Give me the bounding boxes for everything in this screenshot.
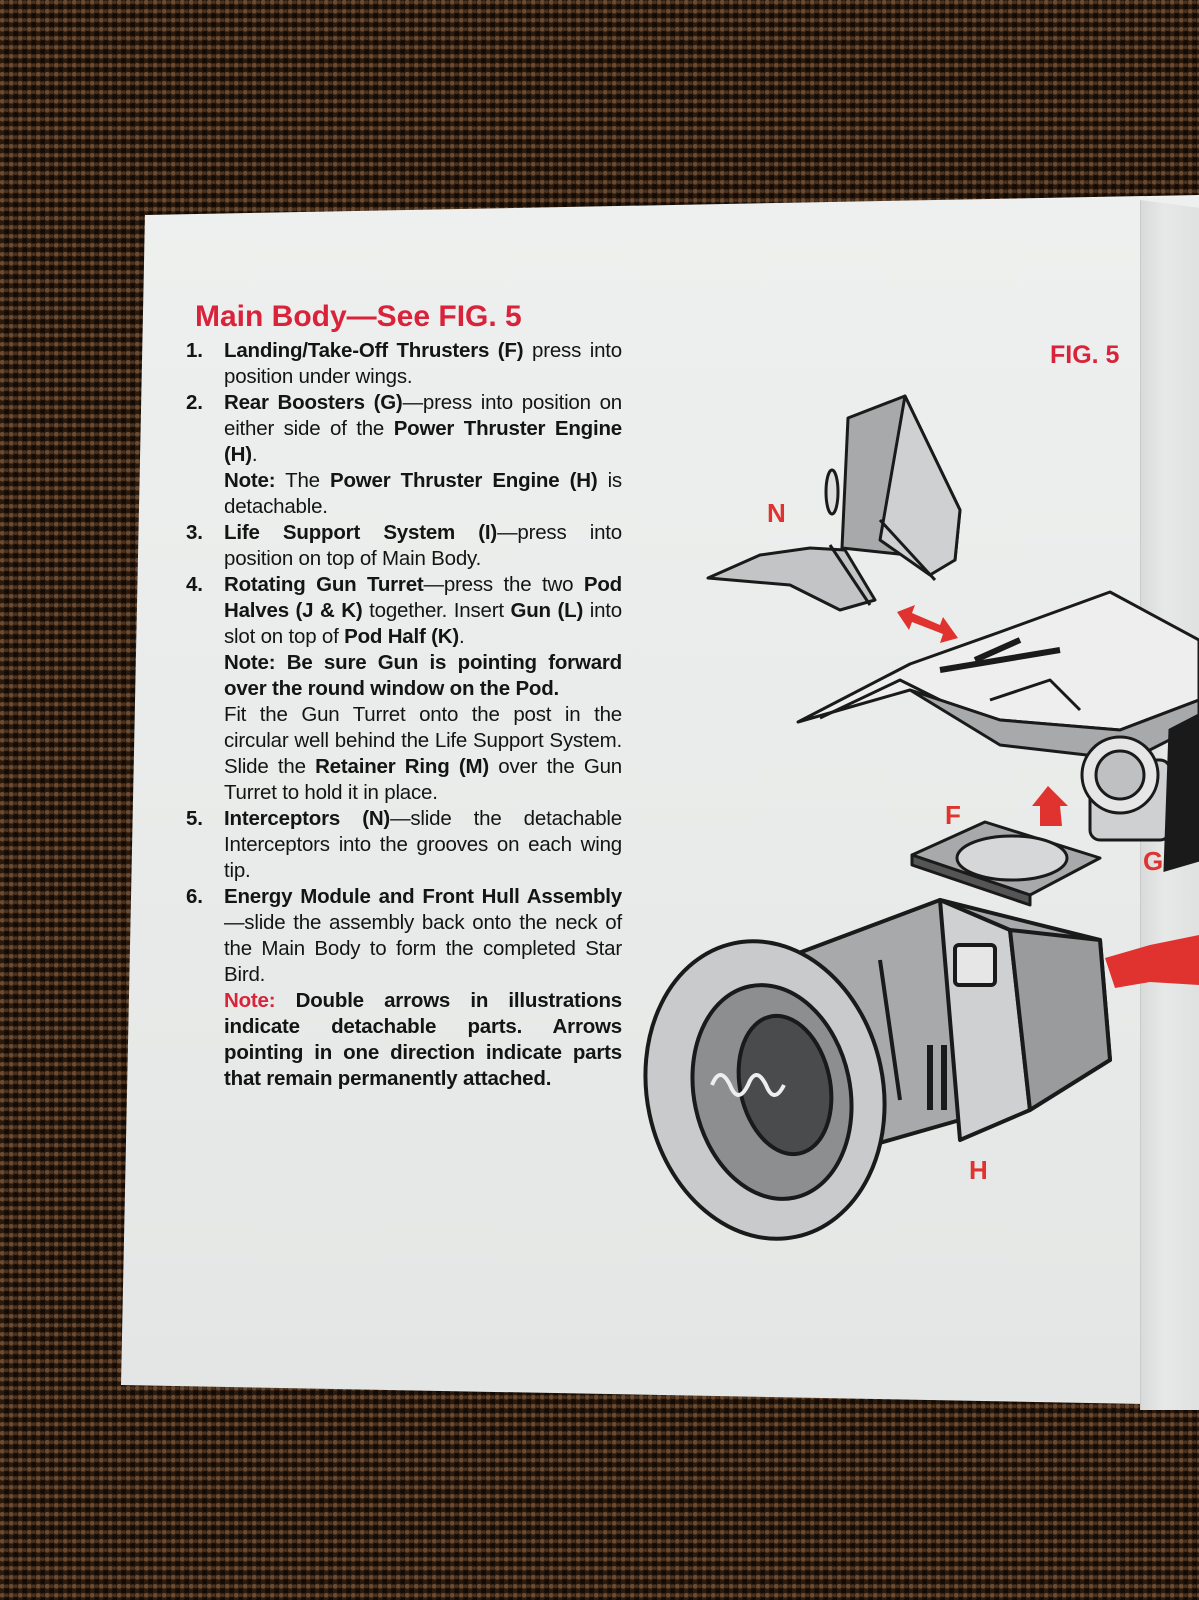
step-number: 2. [186,391,203,414]
bold-text: Retainer Ring (M) [315,755,489,778]
step-text: Interceptors (N)—slide the detachable In… [224,806,622,884]
step-item: 1. Landing/Take-Off Thrusters (F) press i… [182,338,622,390]
body-text: —slide the detachable Interceptors into … [224,807,622,882]
right-arrow-icon [1105,935,1199,988]
rear-booster-part-g [1080,713,1199,873]
step-note: Note: The Power Thruster Engine (H) is d… [224,468,622,520]
bold-text: Life Support System (I) [224,521,498,544]
step-item: 3. Life Support System (I)—press into pos… [182,520,622,572]
step-text: Rear Boosters (G)—press into position on… [224,390,622,468]
body-text: into slot on top of [224,599,622,648]
main-body-wing [796,590,1199,762]
label-h: H [969,1155,988,1185]
label-g: G [1143,846,1164,876]
step-extra: Fit the Gun Turret onto the post in the … [224,702,622,806]
body-text: —press the two [423,573,584,596]
body-text: —press into position on either side of t… [224,391,622,440]
bold-text: Note: [224,651,276,674]
label-n: N [767,498,786,528]
step-item: 2. Rear Boosters (G)—press into position … [182,390,622,520]
interceptor-part-n [706,394,962,612]
step-number: 5. [186,807,203,830]
body-text: The [275,469,330,492]
bold-text: Rear Boosters (G) [224,391,403,414]
up-arrow-icon [1032,786,1068,826]
step-text: Landing/Take-Off Thrusters (F) press int… [224,338,622,390]
bold-text: Pod Half (K) [344,625,459,648]
power-thruster-engine-part-h [643,898,1112,1241]
body-text: over the Gun Turret to hold it in place. [224,755,622,804]
double-arrow-icon [897,605,958,643]
steps-list: 1. Landing/Take-Off Thrusters (F) press i… [182,338,622,1092]
step-item: 6. Energy Module and Front Hull Assembly —… [182,884,622,1092]
body-text: press into position under wings. [224,339,622,388]
step-text: Rotating Gun Turret—press the two Pod Ha… [224,572,622,650]
body-text: —press into position on top of Main Body… [224,521,622,570]
bold-text: Landing/Take-Off Thrusters (F) [224,339,524,362]
step-item: 4. Rotating Gun Turret—press the two Pod … [182,572,622,806]
body-text: is detachable. [224,469,622,518]
bold-text: Interceptors (N) [224,807,391,830]
body-text: . [251,443,258,466]
bold-text: Energy Module and Front Hull Assembly [224,885,622,908]
label-f: F [945,800,961,830]
bold-text: Double arrows in illustrations indicate … [224,989,622,1090]
instruction-sheet [121,195,1199,1405]
section-heading: Main Body—See FIG. 5 [195,300,522,333]
landing-thruster-part-f [910,820,1102,907]
body-text: Fit the Gun Turret onto the post in the … [224,703,622,778]
step-note: Note: Be sure Gun is pointing forward ov… [224,650,622,702]
bold-text: Rotating Gun Turret [224,573,424,596]
step-number: 1. [186,339,203,362]
bold-text: Gun (L) [510,599,584,622]
step-text: Life Support System (I)—press into posit… [224,520,622,572]
step-item: 5. Interceptors (N)—slide the detachable … [182,806,622,884]
step-number: 4. [186,573,203,596]
instructions-column: Main Body—See FIG. 5 1. Landing/Take-Off … [182,300,622,1092]
step-number: 6. [186,885,203,908]
step-number: 3. [186,521,203,544]
figure-5-illustration [643,394,1199,1241]
body-text: together. Insert [362,599,511,622]
bold-text: Power Thruster Engine (H) [330,469,598,492]
bold-text: Note: [224,469,276,492]
body-text: . [459,625,465,648]
bold-text: Note: [224,989,276,1012]
body-text: —slide the assembly back onto the neck o… [224,911,622,986]
step-text: Energy Module and Front Hull Assembly —sl… [224,884,622,988]
step-note: Note: Double arrows in illustrations ind… [224,988,622,1092]
bold-text: Power Thruster Engine (H) [224,417,622,466]
bold-text: Be sure Gun is pointing forward over the… [224,651,622,700]
bold-text: Pod Halves (J & K) [224,573,622,622]
figure-label: FIG. 5 [1050,341,1120,369]
